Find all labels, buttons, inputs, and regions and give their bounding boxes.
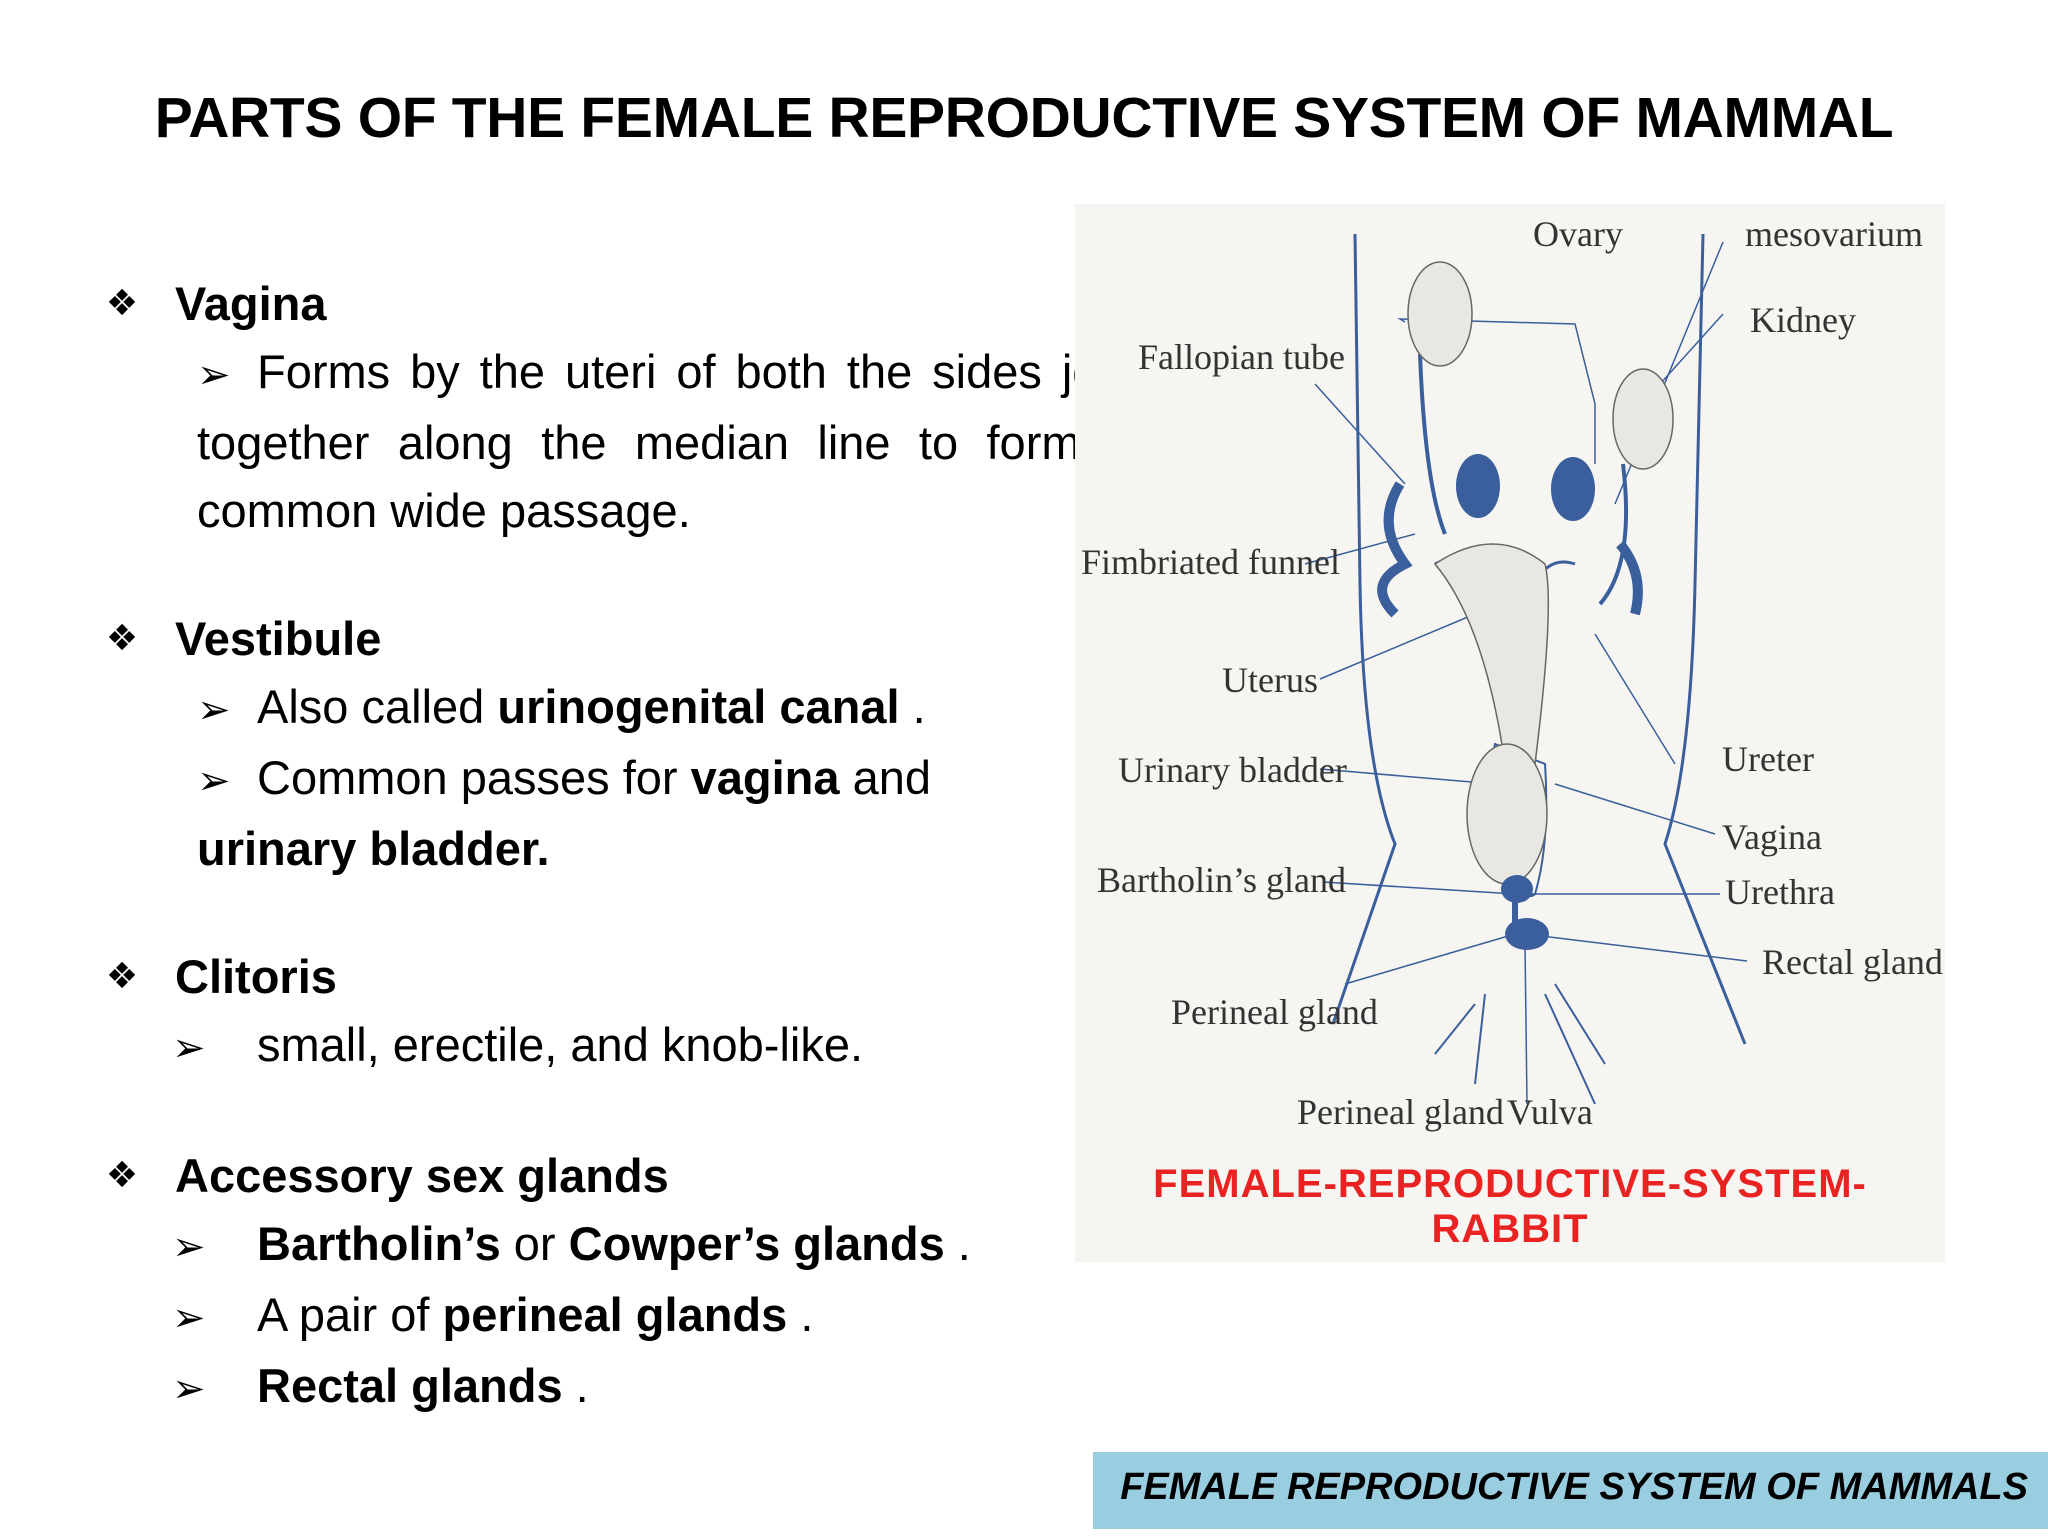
- arrow-bullet-icon: ➢: [197, 688, 231, 732]
- section-clitoris: ❖ Clitoris ➢small, erectile, and knob-li…: [97, 941, 1037, 1082]
- perineal-lines: [1434, 983, 1606, 1105]
- sub-bullet-continuation: urinary bladder.: [197, 822, 550, 875]
- sub-bullet: ➢small, erectile, and knob-like.: [172, 1011, 1037, 1082]
- sub-bullet: ➢Rectal glands .: [172, 1352, 1037, 1423]
- section-heading: Vagina: [175, 276, 327, 330]
- arrow-bullet-icon: ➢: [197, 353, 231, 397]
- left-oviduct: [1418, 353, 1447, 535]
- label-urethra: Urethra: [1725, 872, 1835, 912]
- bullet-content: ❖ Vagina ➢Forms by the uteri of both the…: [97, 268, 1135, 1481]
- section-vestibule: ❖ Vestibule ➢Also called urinogenital ca…: [97, 603, 1037, 883]
- label-rectal-gland: Rectal gland: [1762, 942, 1943, 982]
- diamond-bullet-icon: ❖: [105, 617, 139, 658]
- leader-bartholin: [1322, 881, 1516, 895]
- section-accessory-glands: ❖ Accessory sex glands ➢Bartholin’s or C…: [97, 1140, 1037, 1423]
- arrow-bullet-icon: ➢: [172, 1296, 206, 1340]
- arrow-bullet-icon: ➢: [172, 1367, 206, 1411]
- label-perineal-gland-bottom: Perineal gland: [1297, 1092, 1504, 1132]
- leader-uterus: [1319, 613, 1476, 680]
- diamond-bullet-icon: ❖: [105, 955, 139, 996]
- leader-vulva: [1524, 943, 1528, 1105]
- label-fallopian-tube: Fallopian tube: [1138, 337, 1345, 377]
- leader-ureter: [1594, 633, 1676, 765]
- section-paragraph: ➢Forms by the uteri of both the sides jo…: [197, 338, 1135, 545]
- leader-rectal: [1524, 933, 1748, 962]
- label-fimbriated-funnel: Fimbriated funnel: [1081, 542, 1340, 582]
- footer-banner: FEMALE REPRODUCTIVE SYSTEM OF MAMMALS: [1093, 1452, 2048, 1529]
- left-fimbriated-funnel: [1377, 481, 1413, 618]
- diagram-caption: FEMALE-REPRODUCTIVE-SYSTEM-RABBIT: [1153, 1162, 1867, 1251]
- section-heading: Accessory sex glands: [175, 1148, 669, 1202]
- section-heading: Clitoris: [175, 949, 337, 1003]
- perineal-gland-shape: [1505, 918, 1549, 950]
- arrow-bullet-icon: ➢: [197, 759, 231, 803]
- right-funnel: [1616, 540, 1643, 616]
- body-wall-right: [1663, 233, 1747, 1045]
- arrow-bullet-icon: ➢: [172, 1026, 206, 1070]
- leader-bladder: [1319, 768, 1496, 785]
- sub-bullet: ➢Bartholin’s or Cowper’s glands .: [172, 1210, 1037, 1281]
- leader-ovary: [1397, 318, 1596, 464]
- label-vagina: Vagina: [1722, 817, 1822, 857]
- label-ureter: Ureter: [1722, 739, 1814, 779]
- label-urinary-bladder: Urinary bladder: [1118, 750, 1347, 790]
- leader-perineal: [1344, 933, 1516, 985]
- label-kidney: Kidney: [1750, 300, 1856, 340]
- label-bartholins-gland: Bartholin’s gland: [1097, 860, 1346, 900]
- bladder-shape: [1466, 743, 1548, 885]
- label-vulva: Vulva: [1507, 1092, 1593, 1132]
- label-mesovarium: mesovarium: [1745, 214, 1923, 254]
- diamond-bullet-icon: ❖: [105, 282, 139, 323]
- diamond-bullet-icon: ❖: [105, 1154, 139, 1195]
- section-vagina: ❖ Vagina ➢Forms by the uteri of both the…: [97, 268, 1135, 545]
- diagram-drawing: Ovary mesovarium Kidney Fallopian tube F…: [1081, 214, 1943, 1132]
- arrow-bullet-icon: ➢: [172, 1225, 206, 1269]
- rabbit-reproductive-diagram: Ovary mesovarium Kidney Fallopian tube F…: [1075, 204, 1945, 1262]
- right-kidney-shape: [1612, 368, 1674, 470]
- left-kidney-shape: [1407, 261, 1473, 367]
- left-ovary-shape: [1456, 454, 1500, 518]
- label-ovary: Ovary: [1533, 214, 1623, 254]
- section-heading: Vestibule: [175, 611, 382, 665]
- leader-vagina: [1554, 783, 1716, 835]
- page-title: PARTS OF THE FEMALE REPRODUCTIVE SYSTEM …: [154, 86, 1894, 150]
- right-ovary-shape: [1551, 457, 1595, 521]
- sub-bullet: ➢A pair of perineal glands .: [172, 1281, 1037, 1352]
- label-uterus: Uterus: [1222, 660, 1318, 700]
- footer-text: FEMALE REPRODUCTIVE SYSTEM OF MAMMALS: [1120, 1466, 2028, 1508]
- sub-bullet: ➢Also called urinogenital canal .: [197, 673, 1037, 744]
- body-wall-left: [1331, 233, 1397, 1025]
- uterus-body-shape: [1433, 543, 1550, 765]
- label-perineal-gland-left: Perineal gland: [1171, 992, 1378, 1032]
- leader-fallopian: [1314, 383, 1406, 485]
- bartholin-gland-shape: [1501, 875, 1533, 903]
- sub-bullet: ➢Common passes for vagina and: [197, 744, 1037, 815]
- leader-funnel: [1304, 533, 1416, 565]
